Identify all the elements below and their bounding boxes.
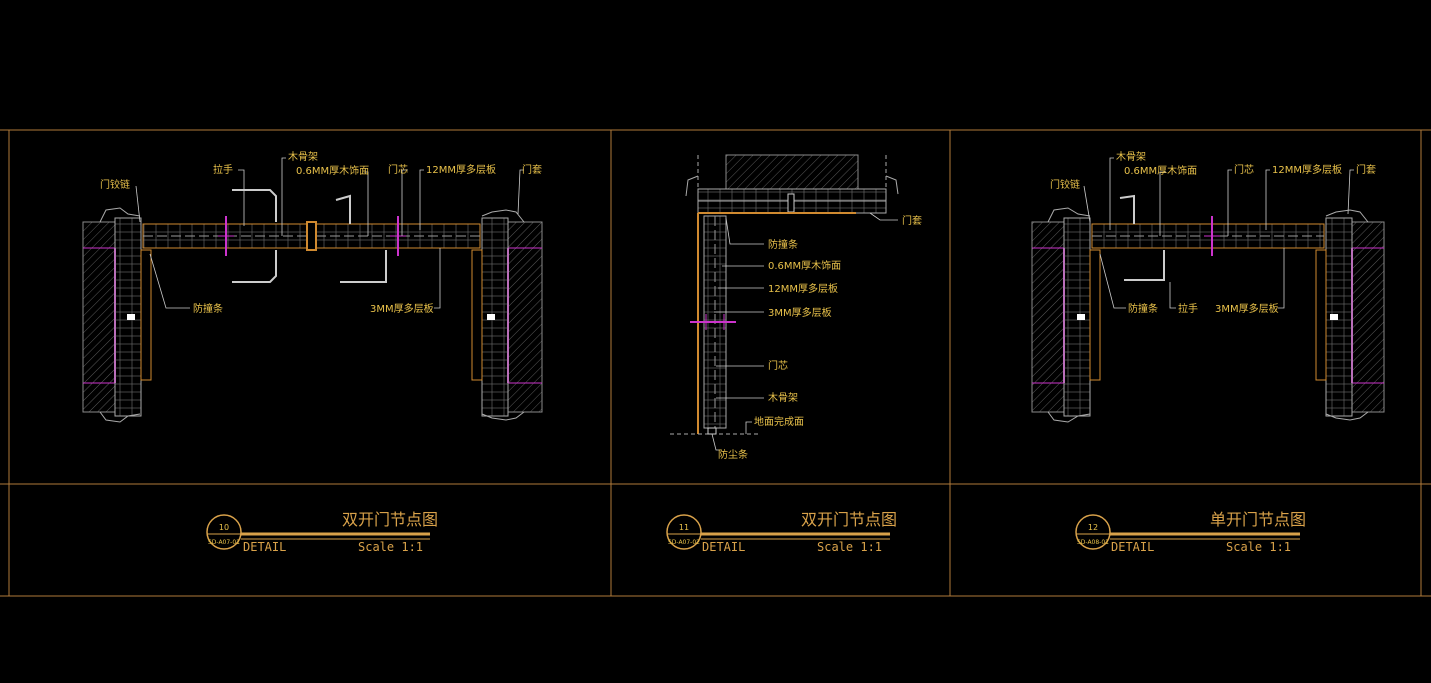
label-bumper: 防撞条: [768, 238, 798, 251]
detail-title: 单开门节点图: [1210, 510, 1306, 529]
label-handle: 拉手: [1178, 302, 1198, 315]
detail-10-drawing: 门铰链 拉手 木骨架 0.6MM厚木饰面 门芯 12MM厚多层板 门套 防撞条 …: [82, 151, 543, 423]
detail-11-drawing: 门套 防撞条 0.6MM厚木饰面 12MM厚多层板 3MM厚多层板 门芯 木骨架…: [670, 154, 922, 461]
label-core: 门芯: [388, 163, 408, 176]
label-veneer: 0.6MM厚木饰面: [1124, 164, 1197, 177]
label-veneer: 0.6MM厚木饰面: [768, 259, 841, 272]
left-wall: [82, 221, 116, 413]
title-block-10: 10 SD-A07-01 双开门节点图 DETAIL Scale 1:1: [206, 510, 438, 554]
label-wood-frame: 木骨架: [768, 392, 798, 404]
detail-caption: DETAIL: [1111, 540, 1154, 554]
label-ply3: 3MM厚多层板: [1215, 302, 1279, 315]
label-dust: 防尘条: [718, 448, 748, 461]
detail-12-drawing: 门铰链 木骨架 0.6MM厚木饰面 门芯 12MM厚多层板 门套 防撞条 拉手 …: [1031, 151, 1385, 423]
sheet-ref: SD-A08-01: [1077, 539, 1109, 546]
detail-scale: Scale 1:1: [1226, 540, 1291, 554]
detail-number: 11: [679, 523, 689, 532]
title-block-12: 12 SD-A08-01 单开门节点图 DETAIL Scale 1:1: [1075, 510, 1306, 554]
label-ply12: 12MM厚多层板: [426, 163, 496, 176]
label-casing: 门套: [902, 214, 922, 227]
detail-caption: DETAIL: [243, 540, 286, 554]
label-bumper: 防撞条: [193, 302, 223, 315]
detail-title: 双开门节点图: [342, 510, 438, 529]
sheet-frame: [0, 129, 1431, 597]
label-ply12: 12MM厚多层板: [768, 282, 838, 295]
right-wall: [1351, 221, 1385, 413]
label-handle: 拉手: [213, 163, 233, 176]
label-floor: 地面完成面: [754, 415, 804, 428]
label-wood-frame: 木骨架: [1116, 151, 1146, 163]
label-casing: 门套: [522, 163, 542, 176]
head-wall: [725, 154, 859, 190]
label-bumper: 防撞条: [1128, 302, 1158, 315]
detail-scale: Scale 1:1: [817, 540, 882, 554]
detail-scale: Scale 1:1: [358, 540, 423, 554]
detail-number: 12: [1088, 523, 1098, 532]
label-ply3: 3MM厚多层板: [370, 302, 434, 315]
detail-caption: DETAIL: [702, 540, 745, 554]
label-core: 门芯: [768, 359, 788, 372]
label-casing: 门套: [1356, 163, 1376, 176]
detail-number: 10: [219, 523, 229, 532]
label-hinge: 门铰链: [100, 178, 130, 191]
sheet-ref: SD-A07-02: [668, 539, 700, 546]
sheet-ref: SD-A07-01: [208, 539, 240, 546]
title-block-11: 11 SD-A07-02 双开门节点图 DETAIL Scale 1:1: [666, 510, 897, 554]
detail-title: 双开门节点图: [801, 510, 897, 529]
label-hinge: 门铰链: [1050, 178, 1080, 191]
label-core: 门芯: [1234, 163, 1254, 176]
label-veneer: 0.6MM厚木饰面: [296, 164, 369, 177]
label-ply3: 3MM厚多层板: [768, 306, 832, 319]
label-ply12: 12MM厚多层板: [1272, 163, 1342, 176]
label-wood-frame: 木骨架: [288, 151, 318, 163]
